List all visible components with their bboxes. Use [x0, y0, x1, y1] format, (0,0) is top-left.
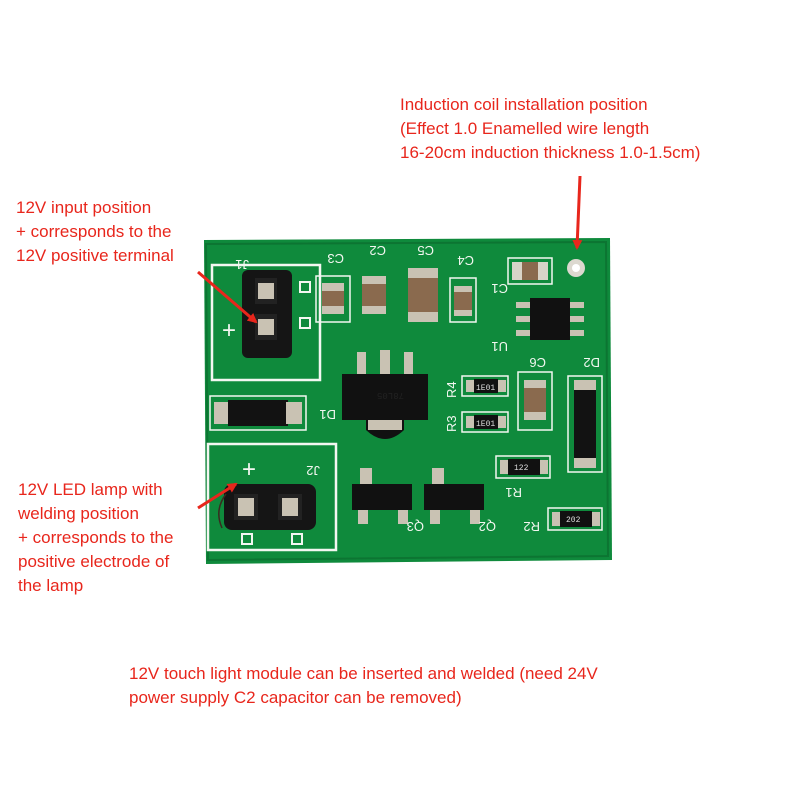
capacitor-c3 [315, 275, 351, 323]
coil-pad [567, 259, 585, 277]
capacitor-c5 [408, 268, 438, 322]
diode-d2 [567, 375, 603, 473]
c6-label: C6 [529, 355, 546, 370]
u1-label: U1 [491, 339, 508, 354]
j2-outline [206, 442, 338, 552]
c1-label: C1 [491, 281, 508, 296]
r1-label: R1 [505, 485, 522, 500]
led-arrow [197, 482, 238, 510]
c4-label: C4 [457, 253, 474, 268]
coil-position-note: Induction coil installation position (Ef… [400, 95, 701, 162]
chip-u1 [516, 298, 584, 340]
resistor-r4 [461, 375, 509, 397]
transistor-q2 [424, 468, 484, 524]
input-arrow [197, 270, 258, 324]
transistor-q3 [352, 468, 412, 524]
c3-label: C3 [327, 251, 344, 266]
regulator-marking: 78L05 [377, 390, 404, 400]
capacitor-c6 [517, 371, 553, 431]
r2-code: 202 [566, 516, 581, 525]
diode-d1 [209, 395, 307, 431]
module-usage-note: 12V touch light module can be inserted a… [129, 664, 598, 707]
regulator-78l05 [342, 350, 428, 439]
d2-label: D2 [583, 355, 600, 370]
c5-label: C5 [417, 243, 434, 258]
led-position-note: 12V LED lamp with welding position + cor… [18, 480, 174, 595]
capacitor-c1 [507, 257, 553, 285]
j2-plus-mark: + [242, 456, 256, 483]
q2-label: Q2 [479, 519, 496, 534]
resistor-r2 [547, 507, 603, 531]
r4-code: 1E01 [476, 384, 495, 393]
j1-header [242, 270, 292, 358]
c2-label: C2 [369, 243, 386, 258]
d1-label: D1 [319, 407, 336, 422]
j2-label: J2 [306, 463, 320, 478]
r2-label: R2 [523, 519, 540, 534]
j1-label: J1 [235, 257, 249, 272]
resistor-r3 [461, 411, 509, 433]
j2-header [218, 484, 316, 530]
q3-label: Q3 [407, 519, 424, 534]
input-position-note: 12V input position + corresponds to the … [16, 198, 174, 265]
capacitor-c2 [362, 276, 386, 314]
r4-label: R4 [444, 381, 459, 398]
r1-code: 122 [514, 464, 529, 473]
r3-code: 1E01 [476, 420, 495, 429]
coil-arrow [572, 175, 583, 250]
resistor-r1 [495, 455, 551, 479]
r3-label: R3 [444, 415, 459, 432]
capacitor-c4 [449, 277, 477, 323]
j1-plus-mark: + [222, 317, 236, 344]
